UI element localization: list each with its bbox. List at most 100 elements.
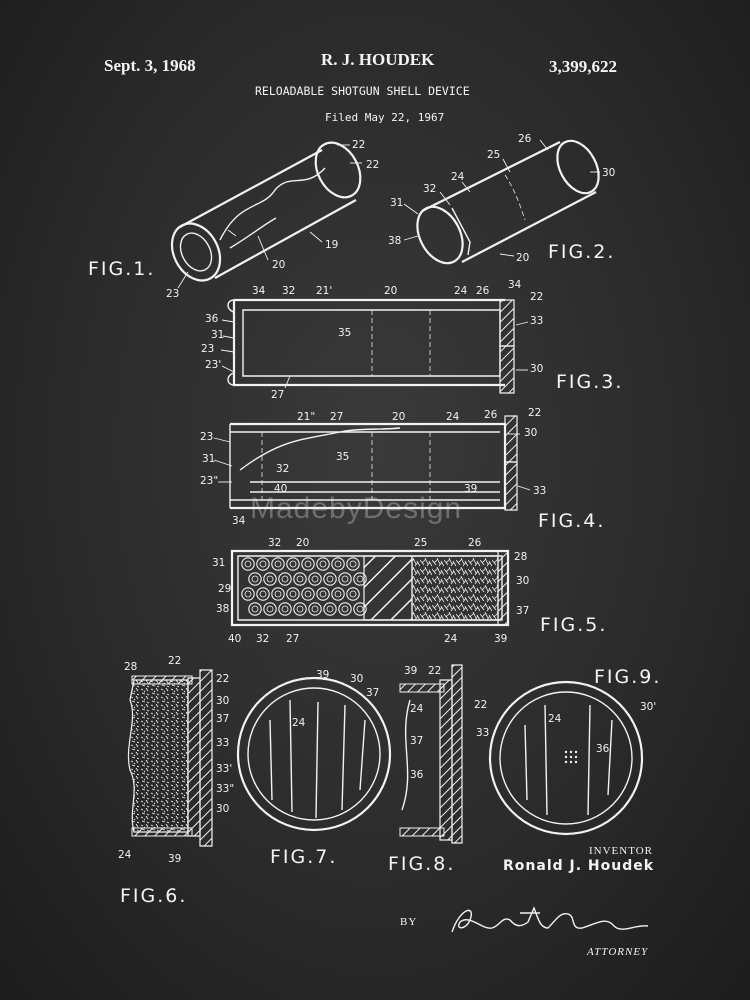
- svg-text:39: 39: [464, 483, 477, 495]
- fig7-label: FIG.7.: [270, 846, 338, 868]
- svg-text:23': 23': [205, 359, 221, 371]
- fig1-drawing: 22 22 19 20 23: [166, 139, 379, 300]
- fig6-drawing: 28 22 22 30 37 33 33' 33" 30 24 39: [118, 655, 234, 865]
- pellet: [302, 588, 314, 600]
- fig8-label: FIG.8.: [388, 853, 456, 875]
- pellet-inner: [305, 591, 311, 597]
- svg-text:22: 22: [428, 665, 441, 677]
- fig9-drawing: 24 30' 36: [490, 682, 656, 834]
- vent-dot: [569, 755, 573, 759]
- svg-text:30: 30: [516, 575, 529, 587]
- pellet: [332, 588, 344, 600]
- svg-text:33: 33: [530, 315, 543, 327]
- svg-text:35: 35: [338, 327, 351, 339]
- fig4-drawing: 21" 27 20 24 26 22 23 30 31 35 32 40 23"…: [200, 407, 546, 527]
- inventor-full-name: Ronald J. Houdek: [503, 858, 655, 874]
- pellet-inner: [297, 606, 303, 612]
- pellet: [302, 558, 314, 570]
- pellet-inner: [267, 606, 273, 612]
- svg-text:36: 36: [205, 313, 219, 325]
- patent-title: RELOADABLE SHOTGUN SHELL DEVICE: [255, 84, 470, 98]
- pellet: [242, 588, 254, 600]
- svg-text:27: 27: [271, 389, 284, 401]
- svg-text:31: 31: [202, 453, 215, 465]
- svg-text:37: 37: [410, 735, 423, 747]
- fig1-label: FIG.1.: [88, 258, 156, 280]
- vent-dot: [564, 755, 568, 759]
- attorney-signature: [452, 908, 648, 932]
- pellet-inner: [305, 561, 311, 567]
- svg-text:35: 35: [336, 451, 349, 463]
- svg-text:30: 30: [216, 695, 229, 707]
- pellet-inner: [245, 561, 251, 567]
- fig3-drawing: 34 32 21' 20 24 26 34 22 36 31 35 33 23 …: [201, 279, 543, 401]
- pellet: [339, 603, 351, 615]
- svg-text:24: 24: [451, 171, 465, 183]
- svg-text:20: 20: [272, 259, 285, 271]
- patent-date: Sept. 3, 1968: [104, 56, 196, 75]
- pellet: [339, 573, 351, 585]
- pellet-inner: [312, 576, 318, 582]
- pellet: [309, 603, 321, 615]
- pellet-inner: [290, 561, 296, 567]
- pellet-inner: [282, 576, 288, 582]
- svg-text:24: 24: [548, 713, 562, 725]
- pellet-inner: [260, 561, 266, 567]
- pellet: [272, 588, 284, 600]
- fig7-drawing: 39 30 37 24: [238, 669, 390, 830]
- svg-text:26: 26: [484, 409, 498, 421]
- svg-text:39: 39: [494, 633, 507, 645]
- svg-text:30: 30: [524, 427, 537, 439]
- svg-text:24: 24: [444, 633, 458, 645]
- svg-text:21": 21": [297, 411, 315, 423]
- svg-text:31: 31: [212, 557, 225, 569]
- pellet-inner: [252, 606, 258, 612]
- vent-dot: [569, 760, 573, 764]
- pellet: [347, 588, 359, 600]
- fig2-label: FIG.2.: [548, 241, 616, 263]
- by-label: BY: [400, 916, 418, 928]
- fig2-drawing: 26 25 24 32 30 31 38 20: [388, 133, 615, 271]
- pellet-inner: [312, 606, 318, 612]
- svg-text:23: 23: [166, 288, 179, 300]
- pellet-inner: [357, 576, 363, 582]
- svg-text:25: 25: [414, 537, 427, 549]
- svg-text:26: 26: [476, 285, 490, 297]
- vent-dot: [569, 750, 573, 754]
- svg-text:30': 30': [640, 701, 656, 713]
- svg-text:23: 23: [201, 343, 214, 355]
- svg-text:22: 22: [528, 407, 541, 419]
- svg-text:32: 32: [276, 463, 289, 475]
- svg-text:37: 37: [216, 713, 229, 725]
- vent-dot: [564, 760, 568, 764]
- svg-text:38: 38: [216, 603, 229, 615]
- svg-text:33": 33": [216, 783, 234, 795]
- svg-text:22: 22: [216, 673, 229, 685]
- svg-text:39: 39: [404, 665, 417, 677]
- fig9-vent-dots: [564, 750, 578, 764]
- fig5-pellets: [242, 558, 366, 615]
- svg-text:39: 39: [168, 853, 181, 865]
- pellet-inner: [297, 576, 303, 582]
- pellet-inner: [320, 591, 326, 597]
- pellet-inner: [335, 591, 341, 597]
- svg-text:24: 24: [454, 285, 468, 297]
- pellet-inner: [267, 576, 273, 582]
- fig5-drawing: 32 20 25 26 28 31 30 29 38 37 40 32 27 2…: [212, 537, 529, 645]
- pellet-inner: [350, 561, 356, 567]
- fig8-drawing: 39 22 22 24 33 37 36: [400, 665, 489, 843]
- svg-text:30: 30: [216, 803, 229, 815]
- svg-text:20: 20: [384, 285, 397, 297]
- svg-text:25: 25: [487, 149, 500, 161]
- svg-text:34: 34: [232, 515, 246, 527]
- pellet-inner: [275, 561, 281, 567]
- svg-text:34: 34: [508, 279, 522, 291]
- svg-text:31: 31: [211, 329, 224, 341]
- pellet-inner: [342, 576, 348, 582]
- svg-text:32: 32: [256, 633, 269, 645]
- fig5-label: FIG.5.: [540, 614, 608, 636]
- pellet: [309, 573, 321, 585]
- svg-text:29: 29: [218, 583, 231, 595]
